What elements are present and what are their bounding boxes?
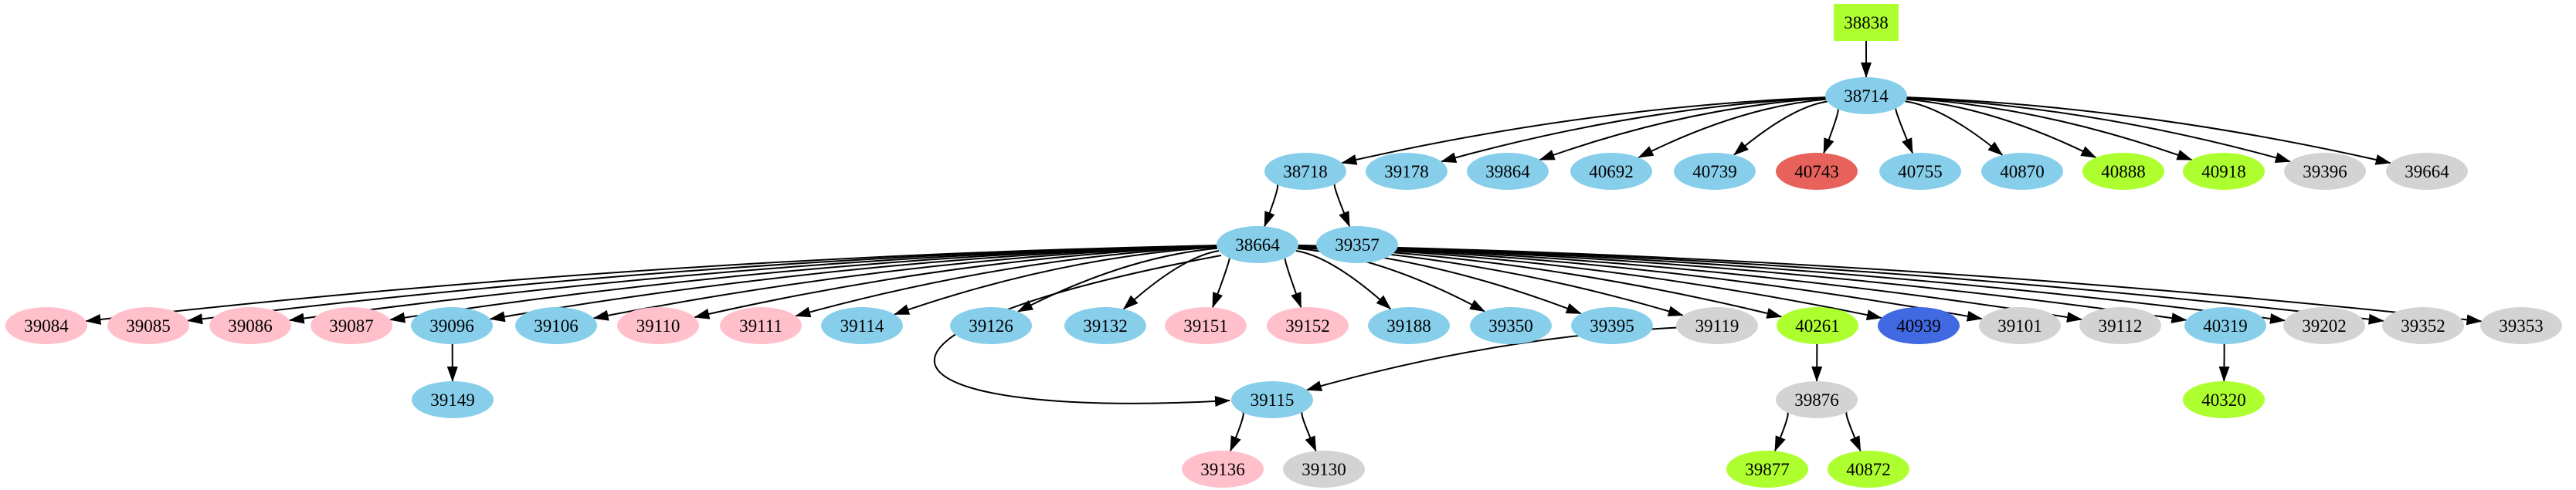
graph-node-39152: 39152 (1267, 307, 1349, 344)
graph-edge-38714-39864 (1539, 97, 1826, 161)
graph-node-39149: 39149 (412, 381, 494, 418)
graph-node-39126: 39126 (950, 307, 1032, 344)
graph-edge-38714-40888 (1906, 98, 2097, 159)
graph-node-40872: 40872 (1828, 451, 1909, 488)
graph-node-40755: 40755 (1879, 153, 1961, 190)
graph-node-39151: 39151 (1165, 307, 1247, 344)
graph-node-40320: 40320 (2183, 381, 2265, 418)
graph-edge-38664-39188 (1295, 250, 1392, 310)
graph-node-39350: 39350 (1470, 307, 1552, 344)
graph-edge-38664-39115 (933, 255, 1230, 407)
graph-node-39132: 39132 (1064, 307, 1146, 344)
graph-node-39106: 39106 (515, 307, 597, 344)
graph-node-39877: 39877 (1726, 451, 1808, 488)
graph-node-40739: 40739 (1674, 153, 1756, 190)
graph-edge-38664-40319 (1298, 245, 2187, 324)
graph-node-39202: 39202 (2283, 307, 2365, 344)
graph-node-38664: 38664 (1217, 226, 1298, 263)
graph-node-39353: 39353 (2480, 307, 2562, 344)
graph-edge-38714-39178 (1441, 96, 1826, 164)
graph-edge-38664-39101 (1298, 245, 1983, 322)
graph-edge-38718-39357 (1333, 183, 1351, 228)
graph-edge-38714-39396 (1906, 96, 2291, 164)
graph-node-39357: 39357 (1316, 226, 1398, 263)
graph-node-38718: 38718 (1264, 153, 1346, 190)
graph-node-39876: 39876 (1776, 381, 1858, 418)
graph-edge-38714-40739 (1733, 100, 1828, 156)
graph-edge-38664-39126 (1017, 247, 1218, 313)
graph-edge-39876-39877 (1773, 411, 1789, 452)
graph-node-40692: 40692 (1570, 153, 1652, 190)
graph-edge-39876-40872 (1845, 411, 1862, 452)
graph-edge-38664-39096 (489, 245, 1217, 323)
graph-node-39085: 39085 (107, 307, 189, 344)
graph-edge-39115-39130 (1301, 411, 1317, 452)
graph-edge-38664-39106 (592, 245, 1217, 321)
graph-node-39396: 39396 (2284, 153, 2366, 190)
graph-edge-38718-38664 (1264, 184, 1279, 228)
graph-node-38714: 38714 (1825, 77, 1907, 114)
graph-node-39664: 39664 (2386, 153, 2468, 190)
graph-node-39352: 39352 (2382, 307, 2464, 344)
graph-node-40319: 40319 (2184, 307, 2266, 344)
graph-node-39101: 39101 (1979, 307, 2061, 344)
graph-node-40743: 40743 (1776, 153, 1858, 190)
graph-node-39130: 39130 (1283, 451, 1365, 488)
graph-node-39119: 39119 (1676, 307, 1758, 344)
graph-node-39086: 39086 (209, 307, 291, 344)
graph-node-39114: 39114 (821, 307, 903, 344)
graph-node-39115: 39115 (1231, 381, 1313, 418)
graph-node-39110: 39110 (617, 307, 699, 344)
graph-node-39111: 39111 (720, 307, 802, 344)
graph-edge-38664-39110 (694, 245, 1217, 319)
graph-edge-38714-40755 (1895, 107, 1914, 154)
graph-node-39395: 39395 (1571, 307, 1653, 344)
graph-edge-38664-39152 (1284, 257, 1302, 309)
graph-node-39178: 39178 (1366, 153, 1448, 190)
graph-edge-38714-40918 (1906, 97, 2193, 161)
graph-edge-38664-39111 (795, 245, 1217, 318)
graph-edge-38664-39151 (1211, 257, 1230, 309)
graph-node-39096: 39096 (411, 307, 493, 344)
graph-edge-38714-40743 (1823, 108, 1839, 154)
graph-edge-38664-39353 (1298, 245, 2483, 326)
graph-edge-38714-40692 (1638, 98, 1827, 158)
graph-node-40918: 40918 (2183, 153, 2265, 190)
graph-edge-38714-38718 (1341, 96, 1826, 165)
graph-node-40939: 40939 (1878, 307, 1960, 344)
graph-edge-38714-40870 (1905, 100, 2004, 156)
graph-node-39188: 39188 (1368, 307, 1450, 344)
graph-edge-39115-39136 (1229, 411, 1244, 452)
graph-edge-38664-39087 (389, 245, 1217, 323)
graph-node-40261: 40261 (1777, 307, 1858, 344)
graph-node-40888: 40888 (2082, 153, 2164, 190)
graph-node-39864: 39864 (1467, 153, 1549, 190)
graph-edge-38664-39114 (894, 246, 1217, 316)
graph-node-39084: 39084 (5, 307, 87, 344)
graph-node-39112: 39112 (2079, 307, 2161, 344)
graph-node-39136: 39136 (1182, 451, 1264, 488)
graph-node-38838: 38838 (1834, 4, 1899, 41)
graph-edge-38664-39132 (1122, 250, 1220, 310)
graph-edge-38714-39664 (1906, 96, 2391, 165)
graph-node-40870: 40870 (1981, 153, 2063, 190)
graph-node-39087: 39087 (311, 307, 392, 344)
